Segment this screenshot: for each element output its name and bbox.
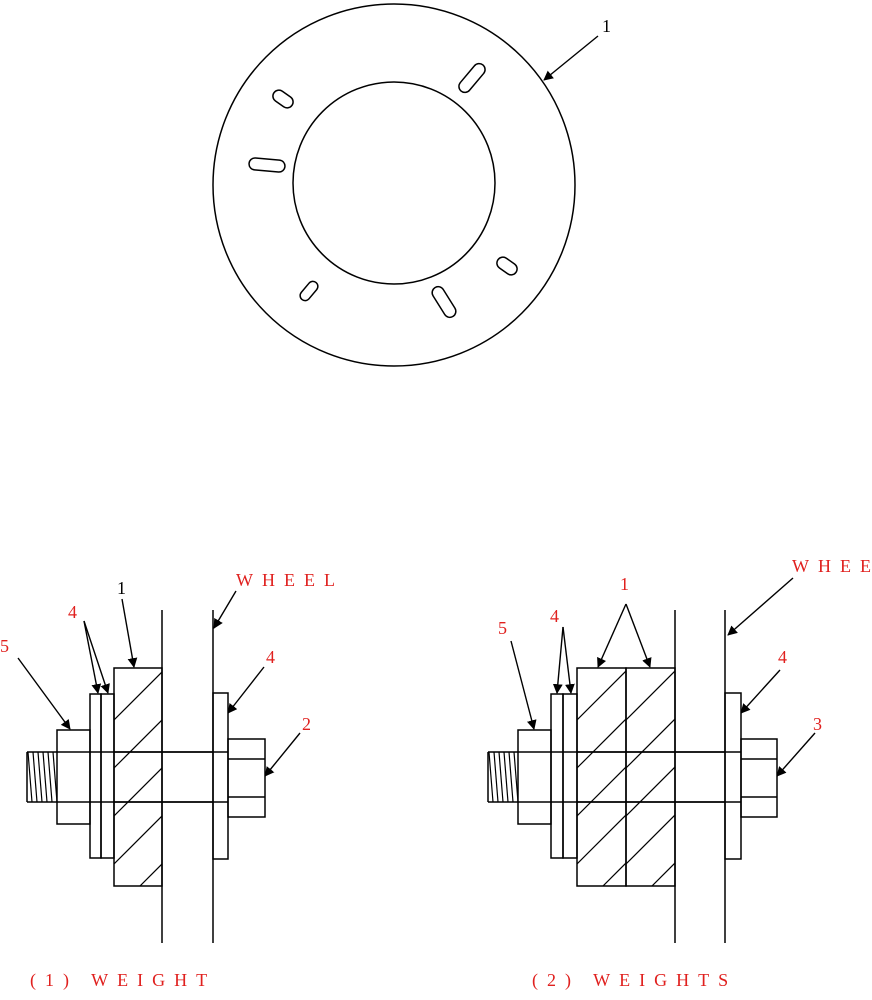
weight-hatching [577,670,626,886]
assembly-two-weights: 1 4 5 4 3 WHEE (2) WEIGHTS [487,556,872,991]
slot [458,62,486,94]
weight-plate [625,667,676,887]
weight-hatching [114,671,162,886]
leader-arrow [740,669,781,714]
callout-nut: 5 [0,636,9,656]
washer [550,693,564,859]
ring-weight-top-view: 1 [212,3,611,367]
bolt-head [740,738,778,818]
callout-nut: 5 [498,618,507,638]
assembly-one-weight: 1 4 5 4 2 WHEEL (1) WEIGHT [0,570,344,991]
leader-arrow [213,590,237,629]
slot [431,285,457,319]
leader-arrow [776,732,816,777]
leader-arrow [264,732,301,777]
callout-washers-left: 4 [68,602,77,622]
leader-arrow [17,657,71,730]
assembly-caption: (1) WEIGHT [30,970,216,991]
leader-arrow [83,620,102,694]
callout-washers-left: 4 [550,606,559,626]
leader-arrow [597,603,627,668]
leader-arrow [543,35,599,81]
callout-washer-right: 4 [266,647,275,667]
leader-arrow [727,577,794,636]
leader-arrow [625,603,652,668]
part-callout-1: 1 [602,16,611,36]
bolt-head [227,738,266,818]
leader-arrow [83,620,110,694]
weight-plate [113,667,163,887]
nut [56,729,91,825]
weight-plate [576,667,627,887]
slot [299,280,319,302]
thread-hatching [27,752,57,802]
wheel-label: WHEE [792,556,872,576]
leader-arrow [227,666,265,714]
mounting-slots [248,62,518,319]
callout-bolt: 3 [813,714,822,734]
slot [496,256,518,276]
slot [272,89,294,109]
callout-weight: 1 [117,578,126,598]
washer-right [724,692,742,860]
washer [100,693,115,859]
callout-bolt: 2 [302,714,311,734]
callout-washer-right: 4 [778,647,787,667]
weight-hatching [626,670,675,886]
ring-outer-edge [212,3,576,367]
nut [517,729,552,825]
wheel-label: WHEEL [236,570,344,590]
washer [562,693,578,859]
washer [89,693,102,859]
assembly-caption: (2) WEIGHTS [532,970,737,991]
leader-arrow [510,640,537,730]
leader-arrow [562,626,575,694]
ring-inner-bore [292,81,496,285]
callout-weights: 1 [620,574,629,594]
slot [248,157,286,173]
leader-arrow [552,626,564,694]
thread-hatching [488,752,518,802]
leader-arrow [121,598,138,668]
washer-right [212,692,229,860]
